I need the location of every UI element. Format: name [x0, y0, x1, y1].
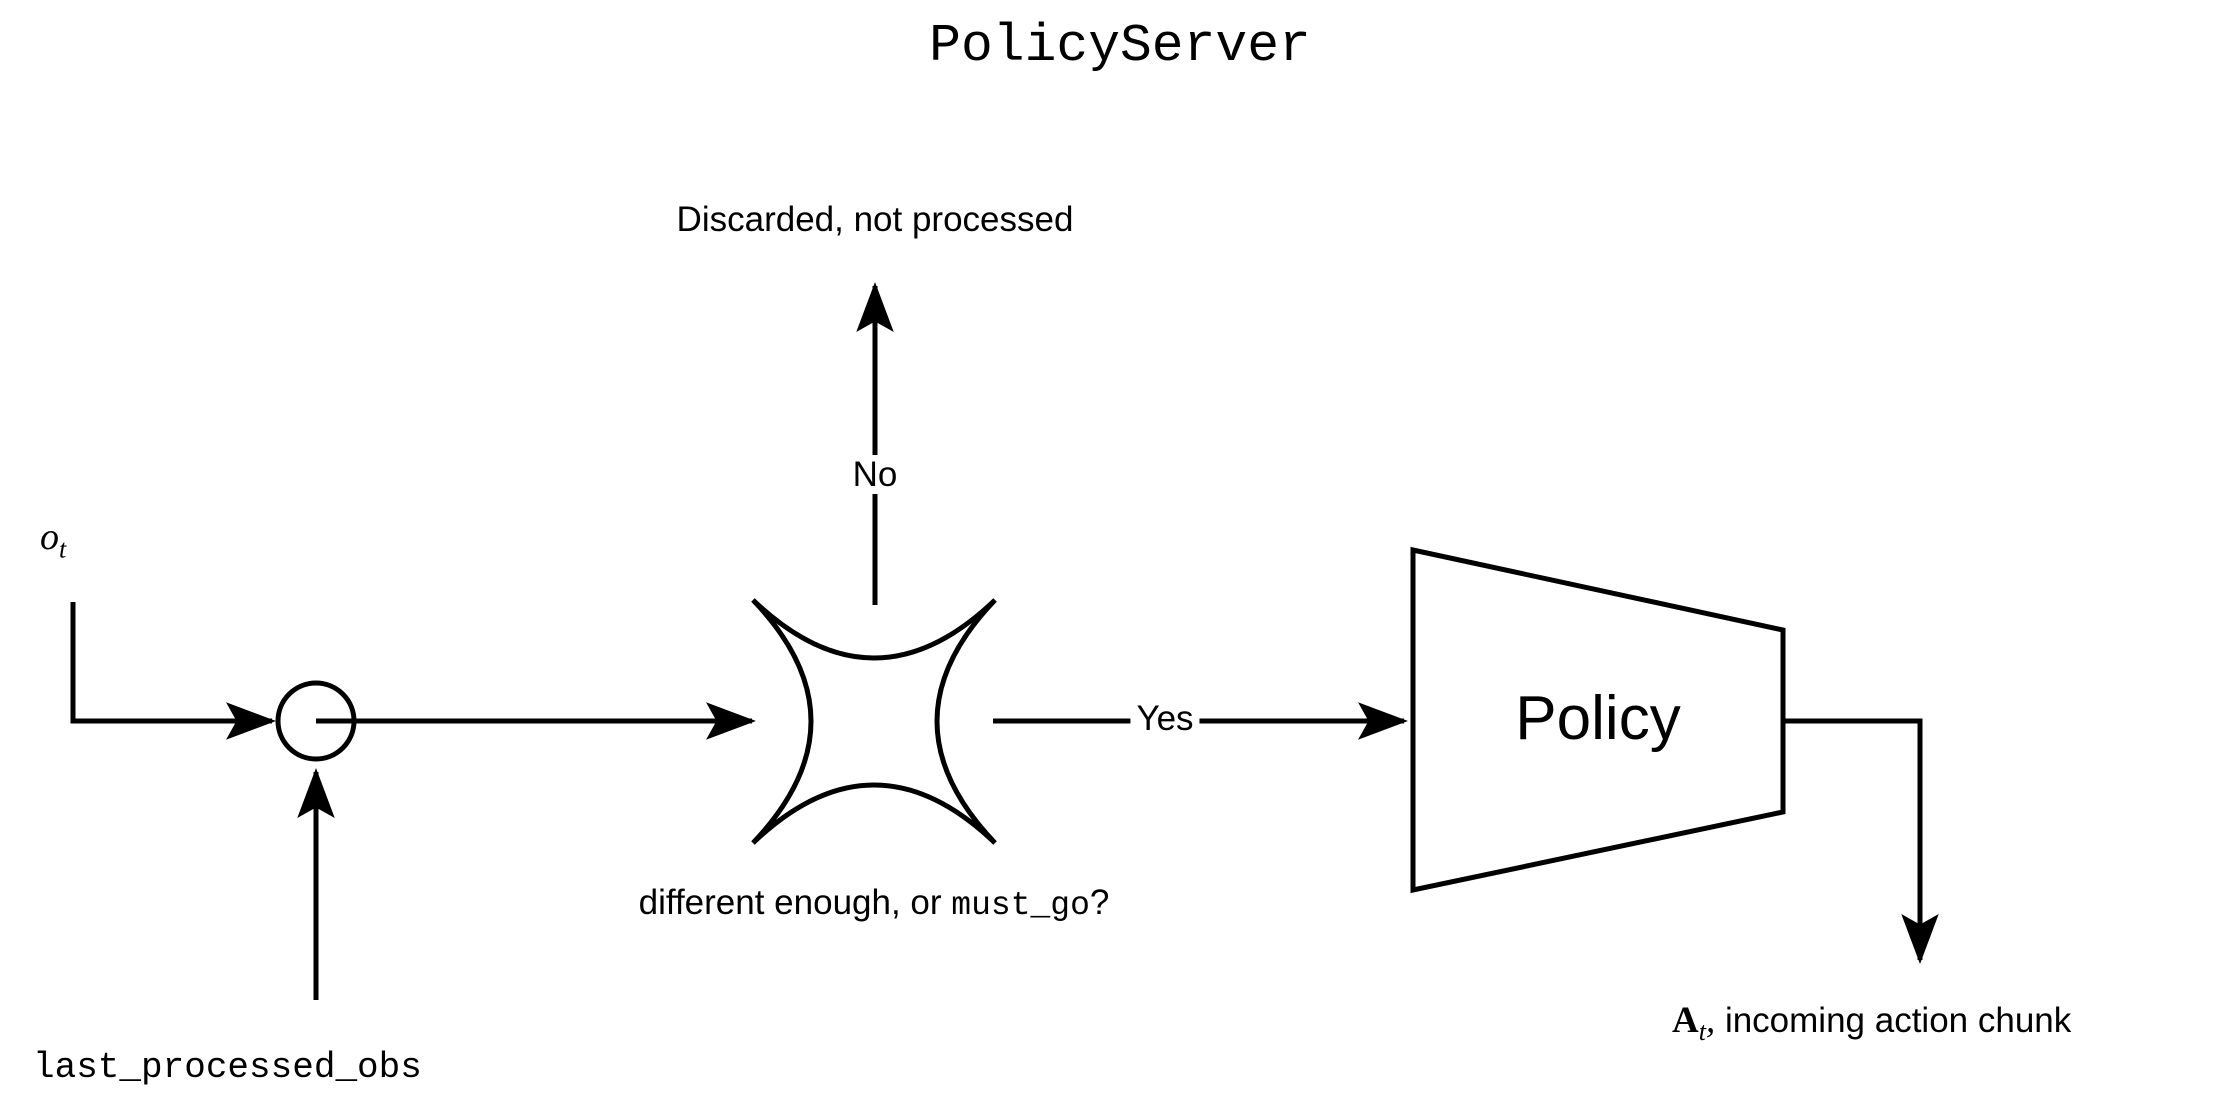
- no-branch-label: No: [847, 455, 903, 494]
- action-chunk-text: incoming action chunk: [1715, 1001, 2072, 1040]
- action-chunk-label: At, incoming action chunk: [1672, 1002, 2071, 1045]
- action-chunk-comma: ,: [1705, 1000, 1716, 1041]
- action-chunk-symbol: A: [1672, 1000, 1699, 1041]
- observation-label: ot: [40, 518, 66, 563]
- observation-symbol: o: [40, 516, 59, 558]
- decision-caption-prefix: different enough, or: [638, 883, 952, 922]
- decision-caption-suffix: ?: [1089, 883, 1110, 922]
- decision-caption-code: must_go: [951, 887, 1090, 924]
- decision-shape-outline: [751, 598, 997, 845]
- yes-branch-label: Yes: [1130, 700, 1200, 737]
- action-chunk-subscript: t: [1698, 1017, 1706, 1046]
- discarded-branch-label: Discarded, not processed: [676, 200, 1074, 239]
- last-processed-obs-label: last_processed_obs: [33, 1047, 422, 1088]
- page-title: PolicyServer: [929, 16, 1311, 76]
- policy-block-label: Policy: [1515, 684, 1681, 753]
- policy-block-outline: [1410, 546, 1786, 894]
- edge-obs-to-merge: [70, 602, 277, 740]
- decision-caption: different enough, or must_go?: [639, 885, 1110, 922]
- edge-policy-output: [1783, 718, 1939, 965]
- observation-subscript: t: [59, 534, 67, 564]
